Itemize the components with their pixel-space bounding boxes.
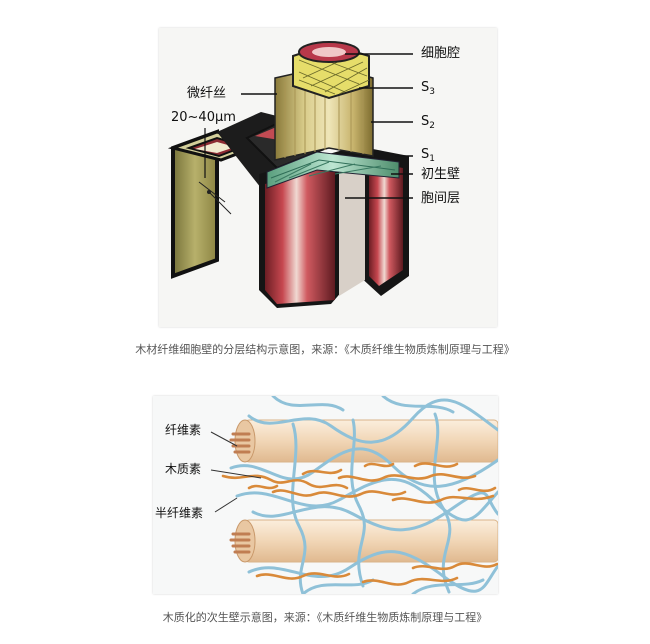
label-cellulose: 纤维素 — [165, 423, 202, 437]
label-lignin: 木质素 — [165, 462, 202, 476]
secondary-wall-diagram — [210, 396, 498, 594]
label-middle-lamella: 胞间层 — [421, 191, 461, 206]
figure1-caption: 木材纤维细胞壁的分层结构示意图，来源：《木质纤维生物质炼制原理与工程》 — [135, 343, 515, 356]
cellulose-rod-end-bottom — [229, 519, 256, 563]
label-hemicellulose: 半纤维素 — [155, 506, 204, 520]
label-lumen: 细胞腔 — [421, 46, 461, 61]
lignin-leader — [210, 469, 262, 479]
label-s2: S2 — [421, 115, 435, 131]
cell-wall-layers-figure: 细胞腔 S3 S2 S1 初生壁 胞间层 微纤丝 20~40μm — [159, 28, 497, 327]
label-s1: S1 — [421, 148, 435, 164]
label-s1-letter: S — [421, 147, 430, 162]
lignified-secondary-wall-figure: 纤维素 木质素 半纤维素 — [153, 396, 498, 594]
hemicellulose-leader — [214, 497, 238, 513]
label-s3-sub: 3 — [429, 87, 435, 97]
label-size: 20~40μm — [171, 110, 236, 125]
figure2-caption: 木质化的次生壁示意图，来源：《木质纤维生物质炼制原理与工程》 — [162, 611, 488, 624]
cell-wall-diagram — [167, 41, 413, 308]
cellulose-leader — [210, 431, 238, 447]
label-s1-sub: 1 — [429, 154, 435, 164]
cellulose-rod-end-top — [229, 419, 256, 463]
label-s2-sub: 2 — [429, 121, 435, 131]
label-microfibril: 微纤丝 — [187, 86, 227, 101]
hemicellulose-strands — [229, 396, 498, 594]
label-s2-letter: S — [421, 114, 430, 129]
label-primary-wall: 初生壁 — [421, 167, 461, 182]
label-s3: S3 — [421, 81, 435, 97]
label-s3-letter: S — [421, 80, 430, 95]
lignin-strands — [221, 462, 498, 586]
